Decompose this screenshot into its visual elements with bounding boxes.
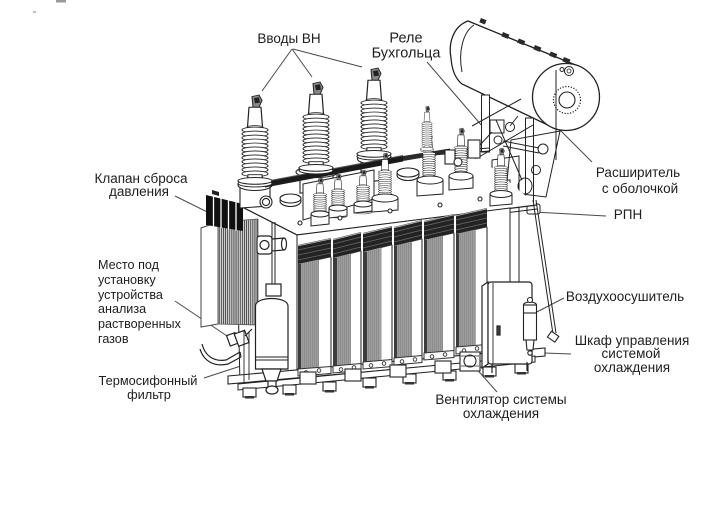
svg-text:охлаждения: охлаждения xyxy=(463,406,539,421)
svg-text:системой: системой xyxy=(602,346,661,361)
svg-text:растворенных: растворенных xyxy=(98,317,182,331)
svg-text:установку: установку xyxy=(98,273,156,287)
svg-text:устройства: устройства xyxy=(98,288,163,302)
svg-text:охлаждения: охлаждения xyxy=(594,360,670,375)
svg-text:газов: газов xyxy=(98,332,129,346)
svg-text:Вентилятор системы: Вентилятор системы xyxy=(435,392,566,407)
svg-text:Вводы ВН: Вводы ВН xyxy=(257,31,320,46)
svg-text:РПН: РПН xyxy=(614,207,642,222)
svg-text:фильтр: фильтр xyxy=(127,387,171,402)
svg-text:давления: давления xyxy=(109,184,169,199)
svg-text:анализа: анализа xyxy=(98,302,146,316)
svg-text:Шкаф управления: Шкаф управления xyxy=(575,333,690,348)
svg-text:Воздухоосушитель: Воздухоосушитель xyxy=(566,289,684,304)
svg-text:Реле: Реле xyxy=(389,31,422,47)
svg-text:Термосифонный: Термосифонный xyxy=(99,373,198,388)
svg-text:Расширитель: Расширитель xyxy=(596,165,680,180)
svg-text:Место под: Место под xyxy=(98,258,160,272)
svg-text:с оболочкой: с оболочкой xyxy=(602,181,678,196)
svg-text:Бухгольца: Бухгольца xyxy=(372,46,442,62)
svg-text:Клапан сброса: Клапан сброса xyxy=(94,171,188,186)
